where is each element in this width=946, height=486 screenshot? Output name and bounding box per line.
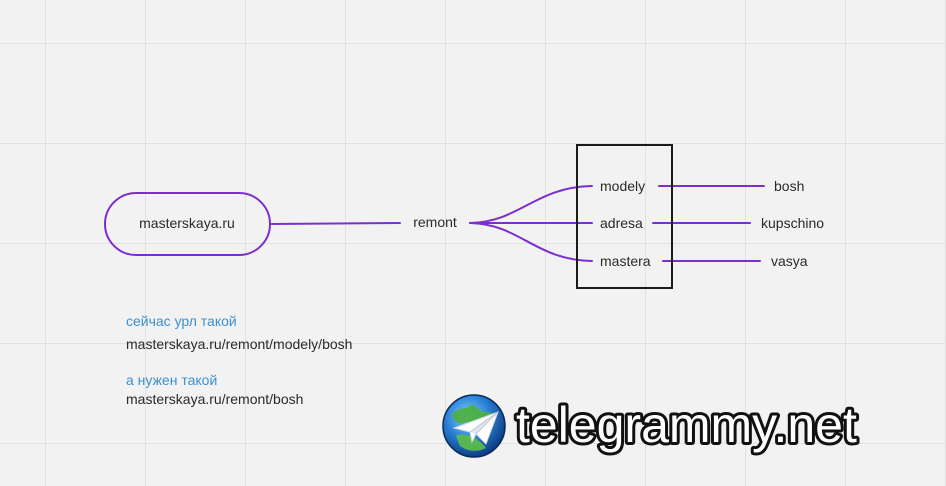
connector-root-hub (269, 222, 401, 225)
root-node-label: masterskaya.ru (139, 215, 235, 231)
hub-node-label[interactable]: remont (413, 214, 457, 230)
node-mastera[interactable]: mastera (600, 253, 651, 269)
category-group-box[interactable] (576, 144, 673, 289)
connector-hub-mastera (469, 222, 593, 262)
needed-url-text: masterskaya.ru/remont/bosh (126, 391, 304, 407)
current-url-text: masterskaya.ru/remont/modely/bosh (126, 336, 353, 352)
paper-plane-icon (452, 411, 499, 445)
root-node[interactable] (104, 192, 271, 256)
leaf-kupschino[interactable]: kupschino (761, 215, 824, 231)
leaf-vasya[interactable]: vasya (771, 253, 808, 269)
connector-hub-modely (469, 185, 593, 224)
leaf-bosh[interactable]: bosh (774, 178, 804, 194)
needed-url-label: а нужен такой (126, 372, 218, 388)
current-url-label: сейчас урл такой (126, 313, 237, 329)
watermark-logo: telegrammy.net (442, 394, 860, 458)
watermark-text: telegrammy.net (516, 397, 857, 453)
node-modely[interactable]: modely (600, 178, 645, 194)
node-adresa[interactable]: adresa (600, 215, 643, 231)
